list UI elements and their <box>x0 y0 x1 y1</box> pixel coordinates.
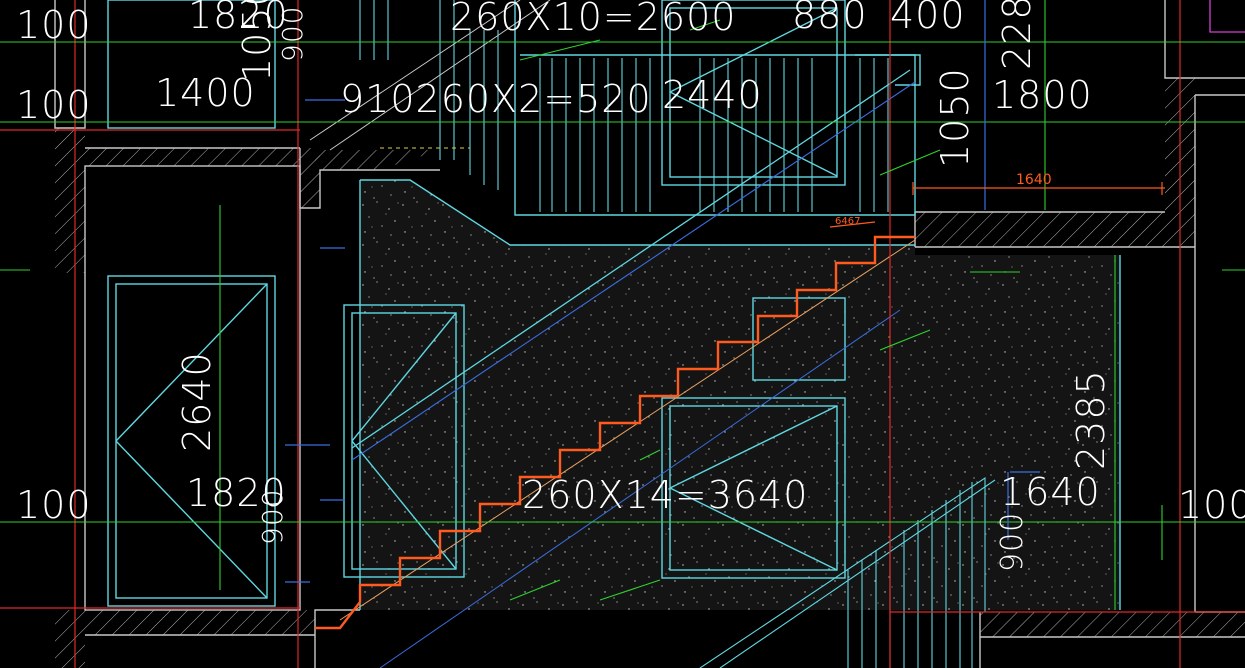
label-1820-mid: 1820 <box>186 471 287 515</box>
label-880: 880 <box>792 0 868 37</box>
diagonal-stringers <box>309 0 916 668</box>
label-1050-right: 1050 <box>933 67 977 168</box>
orange-stair-profile <box>315 235 915 630</box>
label-910-260x2: 910260X2=520 <box>340 77 652 121</box>
orange-dimension <box>829 182 1165 228</box>
label-axis-100-bottom-right: 100 <box>1178 483 1245 527</box>
label-900-bottom: 900 <box>995 512 1030 572</box>
label-1800: 1800 <box>992 73 1093 117</box>
label-1050-top: 1050 <box>235 0 279 82</box>
label-axis-100-bottom-left: 100 <box>16 483 92 527</box>
label-1640-bottom: 1640 <box>1000 470 1101 514</box>
label-400: 400 <box>890 0 966 37</box>
label-2440: 2440 <box>662 73 763 117</box>
dimension-labels: 100 100 100 100 1820 1050 900 260X10=260… <box>16 0 1245 572</box>
label-900-mid: 900 <box>256 489 289 545</box>
green-axis-lines <box>0 0 1245 610</box>
label-1400: 1400 <box>155 71 256 115</box>
concrete-fill-region <box>360 180 1120 610</box>
label-1820-top: 1820 <box>188 0 289 37</box>
lower-stair-treads <box>699 476 996 668</box>
magenta-frame <box>1209 0 1245 33</box>
label-6467: 6467 <box>835 216 860 227</box>
upper-stair-treads <box>359 0 889 212</box>
label-260x10: 260X10=2600 <box>450 0 736 39</box>
blue-dimension-ticks <box>285 0 1040 583</box>
label-2280: 2280 <box>995 0 1039 70</box>
wall-outlines <box>54 0 1245 668</box>
label-axis-100-top: 100 <box>16 3 92 47</box>
label-1640-small: 1640 <box>1016 172 1052 188</box>
label-axis-100-mid: 100 <box>16 83 92 127</box>
label-900-top: 900 <box>276 6 309 62</box>
cyan-stair-geometry <box>107 0 1121 610</box>
label-2640: 2640 <box>175 351 219 452</box>
label-2385: 2385 <box>1069 369 1113 470</box>
label-260x14: 260X14=3640 <box>522 473 808 517</box>
